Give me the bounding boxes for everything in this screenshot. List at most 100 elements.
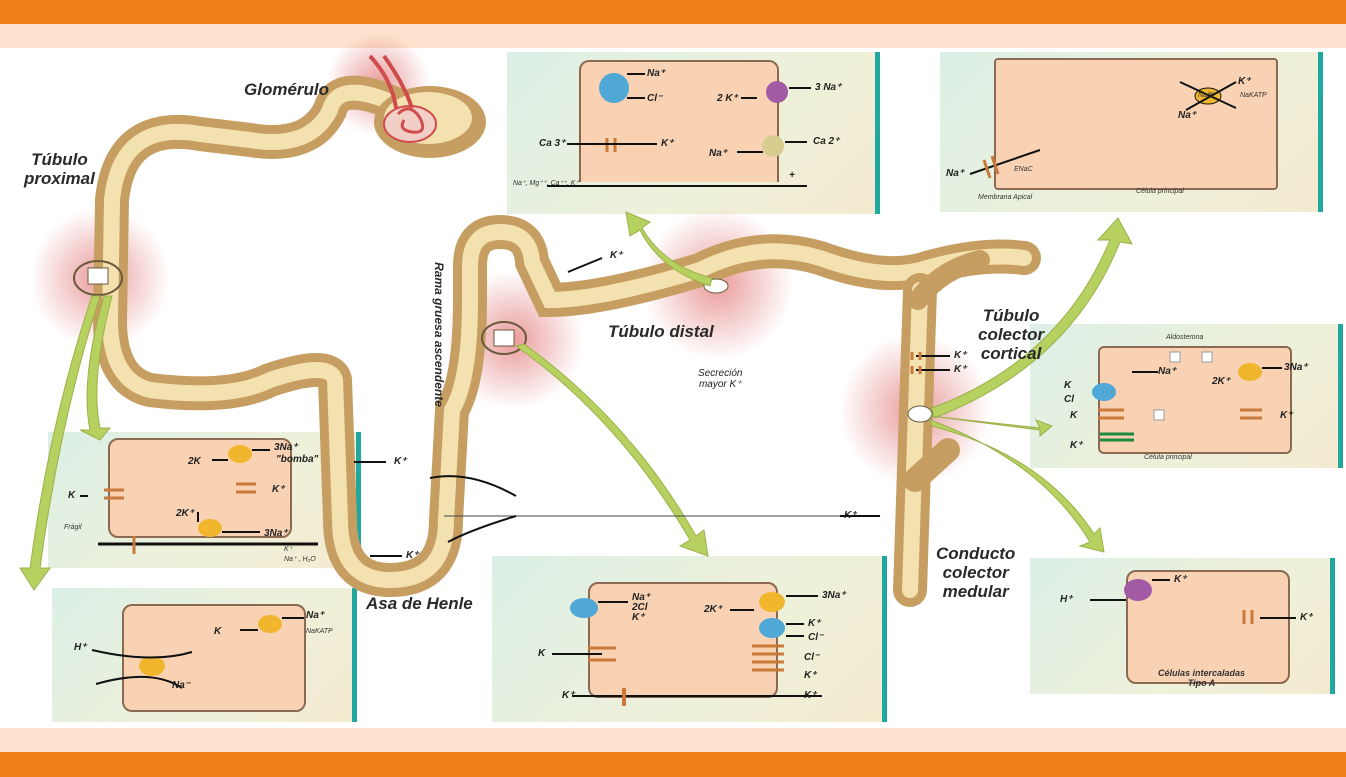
flow-k-center: K⁺ [394,456,407,467]
distal-cl: Cl⁻ [647,93,663,104]
henle-k2: 2K⁺ [704,604,723,615]
top-orange-band [0,0,1346,24]
pt-celula: Célula principal [1136,188,1184,195]
marker-proximal [73,260,123,296]
bottom-peach-band [0,728,1346,752]
green-arrows [19,211,1133,591]
ic-k-r: K⁺ [1300,612,1313,623]
box-principal-top: K⁺ NaKATP Na/K Na⁺ Na⁺ ENaC Membrana Api… [940,52,1323,212]
pr-celula: Célula principal [1144,454,1192,461]
henle-k-r1: K⁺ [808,618,821,629]
henle-na3: 3Na⁺ [822,590,846,601]
pr-aldosterona: Aldosterona [1166,334,1204,341]
marker-cortical [907,405,933,423]
prox-na-h2o: Na⁺ , H₂O [284,556,316,563]
black-arrows [354,257,950,557]
collector-top-branch [908,250,990,310]
prox-na3b: 3Na⁺ [264,528,288,539]
p2-k: K [214,626,222,637]
label-tubulo-colector: Túbulo colector cortical [978,306,1045,363]
marker-henle [481,321,527,355]
pr-na3: 3Na⁺ [1284,362,1308,373]
label-rama-gruesa: Rama gruesa ascendente [431,262,446,407]
prox-bomba: "bomba" [276,454,319,465]
ic-caption: Células intercaladas Tipo A [1158,668,1246,688]
pt-na: Na⁺ [1178,110,1197,121]
henle-k-bottom-l: K⁺ [562,690,575,701]
flow-k-cortical-b: K⁺ [954,364,967,375]
prox-k-plus: K⁺ [272,484,285,495]
henle-k-bottom-r: K⁺ [804,690,817,701]
principal-top-shapes [969,81,1237,179]
flow-k-right: K⁺ [844,510,857,521]
henle-shapes [552,592,822,706]
pt-k: K⁺ [1238,76,1251,87]
distal-k2: 2 K⁺ [717,93,738,104]
proximal2-shapes [91,615,304,689]
prox-fragil: Frágil [64,524,82,531]
pr-na: Na⁺ [1158,366,1177,377]
cell-proximal [108,438,292,538]
box-intercalada: K⁺ H⁺ K⁺ Células intercaladas Tipo A [1030,558,1335,694]
flow-k-henle-b: K⁺ [406,550,419,561]
pr-k: K [1064,380,1072,391]
cell-intercalada [1126,570,1290,684]
cell-principal-top [994,58,1278,190]
distal-ca3: Ca 3⁺ [539,138,566,149]
pr-k-r: K⁺ [1280,410,1293,421]
cell-principal-right [1098,346,1292,454]
collector-duct-inner [902,282,928,598]
pt-na-left: Na⁺ [946,168,965,179]
pt-na-atp: NaKATP [1240,92,1267,99]
distal-line [547,73,811,187]
principal-right-shapes [1092,351,1282,442]
distal-ca2: Ca 2⁺ [813,136,840,147]
henle-na: Na⁺ [632,592,651,603]
pt-na-k: Na/K [1198,92,1214,99]
distal-na: Na⁺ [647,68,666,79]
pr-k-b: K [1070,410,1078,421]
box-distal: Na⁺ Cl⁻ 3 Na⁺ 2 K⁺ Ca 3⁺ K⁺ Ca 2⁺ Na⁺ Na… [507,52,880,214]
distal-plus: + [789,170,795,181]
p2-na-atp: NaKATP [306,628,333,635]
henle-k-left: K [538,648,546,659]
prox-na3: 3Na⁺ [274,442,298,453]
flow-k-distal: K⁺ [610,250,623,261]
box-henle: Na⁺ 2Cl K⁺ 2K⁺ 3Na⁺ K K⁺ Cl⁻ Cl⁻ K⁺ K⁺ K… [492,556,887,722]
distal-na-b: Na⁺ [709,148,728,159]
henle-cl2: 2Cl [632,602,648,613]
intercalada-shapes [1090,579,1296,624]
box-proximal: 3Na⁺ "bomba" 2K K⁺ K 2K⁺ 3Na⁺ Frágil K⁺ … [48,432,361,568]
p2-h: H⁺ [74,642,87,653]
label-tubulo-proximal: Túbulo proximal [24,150,95,188]
distal-bottom: Na⁺, Mg⁺⁺, Ca⁺⁺, K⁺ [513,180,580,187]
top-peach-band [0,24,1346,48]
label-glomerulo: Glomérulo [244,80,330,99]
collector-branch [903,438,960,492]
prox-k2b: 2K⁺ [176,508,195,519]
flow-k-cortical-a: K⁺ [954,350,967,361]
henle-k: K⁺ [632,612,645,623]
bottom-orange-band [0,752,1346,777]
prox-k2: 2K [188,456,201,467]
ic-k: K⁺ [1174,574,1187,585]
distal-k: K⁺ [661,138,674,149]
proximal-shapes [80,445,318,554]
prox-k: K [68,490,76,501]
distal-na3: 3 Na⁺ [815,82,842,93]
ic-h: H⁺ [1060,594,1073,605]
tubule-path-inner [101,84,1032,589]
henle-cl-r2: Cl⁻ [804,652,820,663]
henle-k-r2: K⁺ [804,670,817,681]
p2-na-b: Na⁻ [172,680,191,691]
pr-h: K⁺ [1070,440,1083,451]
pt-membrana: Membrana Apical [978,194,1033,201]
henle-cl-r: Cl⁻ [808,632,824,643]
pt-enac: ENaC [1014,166,1033,173]
label-conducto-colector: Conducto colector medular [936,544,1016,601]
glomerulus [368,54,486,158]
p2-na: Na⁺ [306,610,325,621]
label-tubulo-distal: Túbulo distal [608,322,714,341]
box-proximal-2: Na⁺ K NaKATP H⁺ Na⁻ [52,588,357,722]
